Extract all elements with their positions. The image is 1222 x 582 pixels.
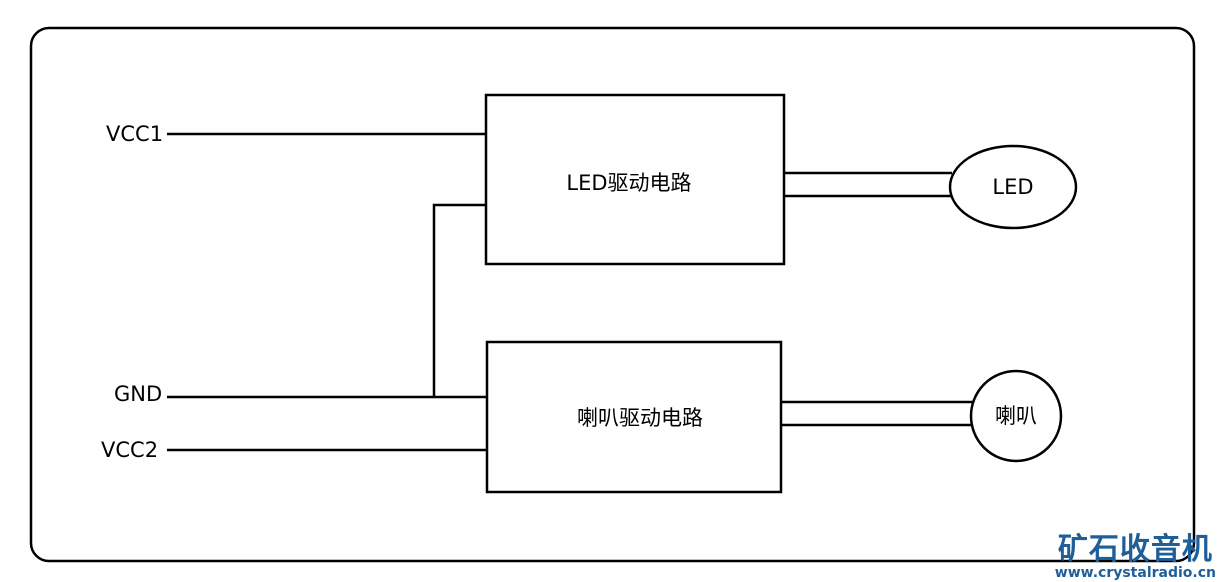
watermark-url: www.crystalradio.cn	[1054, 565, 1216, 581]
speaker-component	[969, 369, 1063, 463]
vcc2-label: VCC2	[101, 438, 158, 462]
gnd-label: GND	[114, 382, 162, 406]
speaker-driver-block	[485, 340, 783, 494]
speaker-driver-label: 喇叭驱动电路	[577, 406, 703, 430]
led-driver-block	[484, 93, 786, 266]
gnd-branch-wire	[432, 203, 486, 397]
led-label: LED	[992, 175, 1033, 199]
led-component	[948, 144, 1078, 230]
speaker-label: 喇叭	[995, 404, 1037, 428]
vcc1-label: VCC1	[106, 122, 163, 146]
outer-frame	[29, 26, 1196, 563]
led-driver-label: LED驱动电路	[566, 171, 691, 195]
watermark: 矿石收音机 www.crystalradio.cn	[1054, 532, 1216, 581]
watermark-title: 矿石收音机	[1057, 532, 1213, 567]
